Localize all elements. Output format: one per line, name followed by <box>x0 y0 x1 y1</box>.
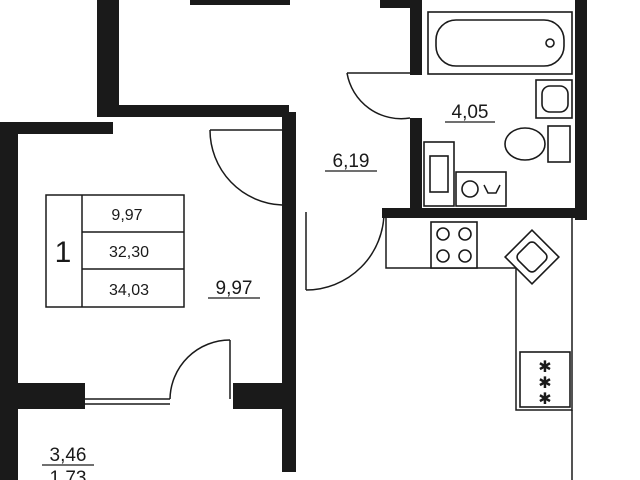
hall-door[interactable] <box>305 211 385 291</box>
sink-icon <box>535 79 573 119</box>
wall-room-bottom-left <box>0 383 85 409</box>
room-label-bathroom: 4,05 <box>452 102 489 123</box>
wall-room-bottom-right <box>233 383 296 409</box>
toilet-icon <box>504 125 571 163</box>
bathtub-icon <box>427 11 573 75</box>
room-label-balcony-reduced: 1,73 <box>50 468 87 480</box>
room-label-hallway: 6,19 <box>333 151 370 172</box>
room-door[interactable] <box>209 129 283 206</box>
kitchen-sink-icon <box>503 228 561 286</box>
doors <box>169 72 411 400</box>
wall-room-top <box>97 105 289 117</box>
wall-top-mid <box>190 0 290 5</box>
balcony-window <box>85 398 170 405</box>
balcony-door[interactable] <box>169 339 231 400</box>
wall-left-top <box>0 122 113 134</box>
svg-text:✱: ✱ <box>538 375 551 392</box>
area-summary-table: 1 9,97 32,30 34,03 <box>45 194 185 308</box>
wall-balcony-left <box>0 409 14 480</box>
room-label-balcony: 3,46 <box>50 445 87 466</box>
svg-text:✱: ✱ <box>538 391 551 408</box>
water-heater-icon <box>423 141 455 207</box>
wall-top-right <box>380 0 416 8</box>
bathroom-door[interactable] <box>346 72 411 120</box>
radiator-icon: ✱ ✱ ✱ <box>519 351 571 408</box>
living-area-value: 9,97 <box>111 207 142 224</box>
wall-right <box>575 0 587 220</box>
wall-bath-left-upper <box>410 0 422 75</box>
kitchen-counter <box>385 218 573 411</box>
svg-text:✱: ✱ <box>538 359 551 376</box>
walls <box>0 0 587 480</box>
wall-upper-left <box>97 0 119 112</box>
rooms-count: 1 <box>55 236 72 269</box>
total-area-value: 32,30 <box>109 244 149 261</box>
wall-bath-left-lower <box>410 118 422 216</box>
total-area-balcony-value: 34,03 <box>109 282 149 299</box>
wall-bath-bottom <box>382 208 587 218</box>
stove-icon <box>430 221 478 269</box>
washing-machine-icon <box>455 171 507 207</box>
room-label-living: 9,97 <box>216 278 253 299</box>
wall-room-right <box>282 112 296 472</box>
